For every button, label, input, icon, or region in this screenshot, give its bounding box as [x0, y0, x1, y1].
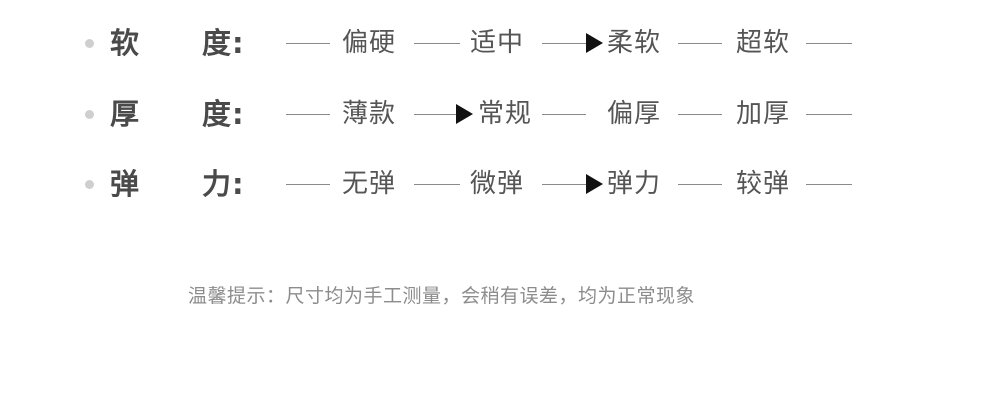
row-label-colon: :	[232, 97, 244, 131]
row-label-char: 度	[202, 97, 232, 131]
scale-line	[678, 184, 722, 185]
bullet-dot-icon	[85, 110, 94, 119]
scale-option: 薄款	[342, 99, 397, 129]
scale-option-selected: 常规	[478, 99, 533, 129]
scale-line	[806, 184, 852, 185]
arrow-right-icon	[586, 174, 603, 194]
scale-line	[542, 114, 586, 115]
scale-option: 无弹	[342, 169, 397, 199]
row-label-char: 度	[202, 26, 232, 60]
scale-line	[678, 114, 722, 115]
spec-row-softness: 软 度 : 偏硬 适中 柔软 超软	[0, 23, 990, 63]
scale-option: 加厚	[736, 99, 791, 129]
scale-option-selected: 柔软	[607, 28, 662, 58]
scale-line	[414, 184, 460, 185]
row-label-colon: :	[232, 26, 244, 60]
scale-line	[286, 43, 330, 44]
scale-option: 微弹	[470, 169, 525, 199]
scale-option: 适中	[470, 28, 525, 58]
scale-line	[542, 43, 586, 44]
row-label-colon: :	[232, 167, 244, 201]
scale-line	[286, 114, 330, 115]
row-label-char: 弹	[110, 167, 140, 201]
scale-option: 偏厚	[607, 99, 662, 129]
arrow-right-icon	[456, 104, 473, 124]
row-label-char: 软	[110, 26, 140, 60]
arrow-right-icon	[586, 33, 603, 53]
scale-option: 较弹	[736, 169, 791, 199]
scale-line	[286, 184, 330, 185]
spec-scale-table: 软 度 : 偏硬 适中 柔软 超软 厚 度 : 薄款 常规 偏厚 加厚 弹 力 …	[0, 23, 990, 204]
scale-option: 偏硬	[342, 28, 397, 58]
scale-line	[414, 114, 460, 115]
scale-line	[806, 114, 852, 115]
scale-option-selected: 弹力	[607, 169, 662, 199]
scale-option: 超软	[736, 28, 791, 58]
spec-row-elasticity: 弹 力 : 无弹 微弹 弹力 较弹	[0, 164, 990, 204]
scale-line	[414, 43, 460, 44]
spec-row-thickness: 厚 度 : 薄款 常规 偏厚 加厚	[0, 94, 990, 134]
row-label-char: 力	[202, 167, 232, 201]
scale-line	[542, 184, 586, 185]
bullet-dot-icon	[85, 180, 94, 189]
bullet-dot-icon	[85, 39, 94, 48]
scale-line	[678, 43, 722, 44]
row-label-char: 厚	[110, 97, 140, 131]
scale-line	[806, 43, 852, 44]
warm-tip-note: 温馨提示：尺寸均为手工测量，会稍有误差，均为正常现象	[188, 285, 696, 307]
